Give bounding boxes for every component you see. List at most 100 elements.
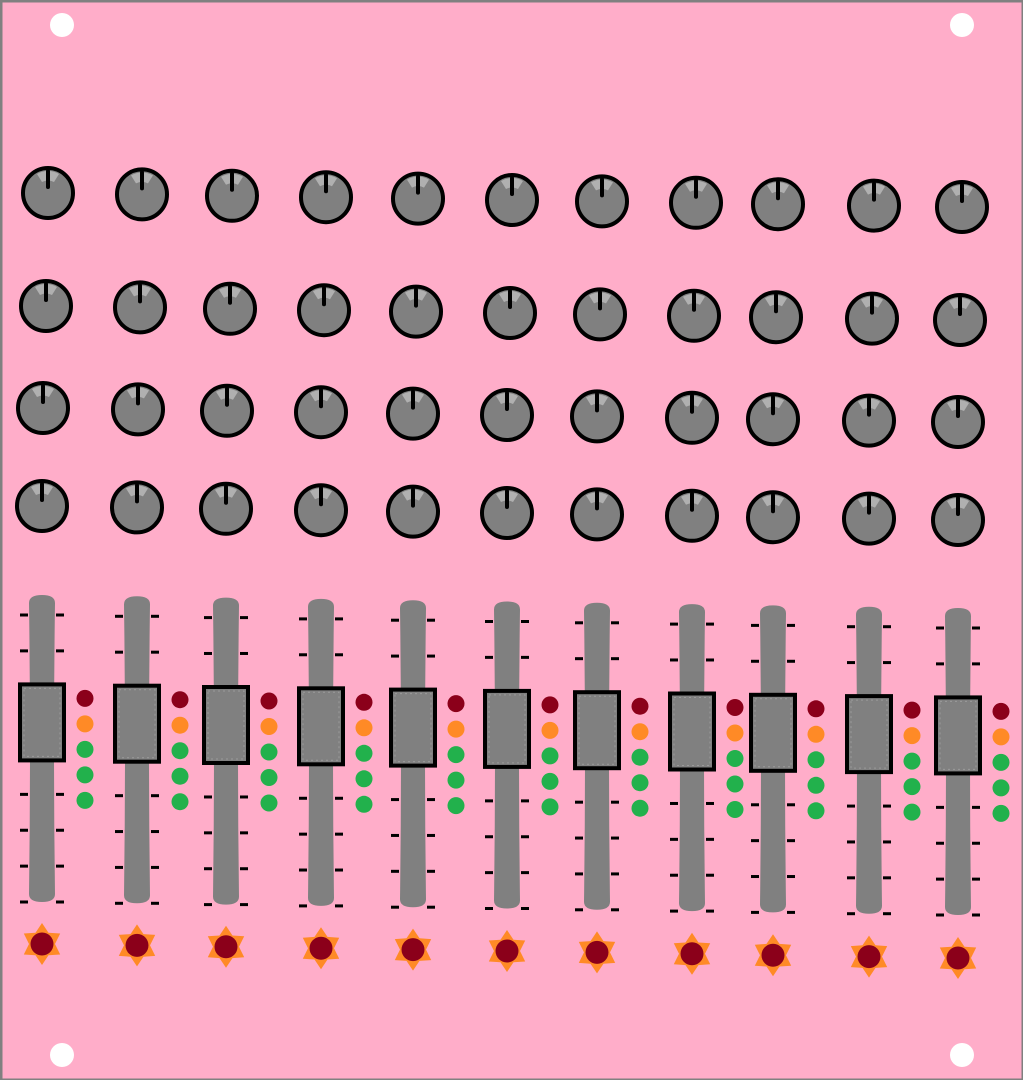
rotary-knob-icon[interactable] bbox=[935, 180, 989, 234]
mount-hole bbox=[950, 1043, 974, 1067]
slider-handle[interactable] bbox=[668, 691, 716, 772]
led-indicator bbox=[903, 752, 921, 770]
rotary-knob-icon[interactable] bbox=[751, 177, 805, 232]
fader-slider-icon[interactable] bbox=[845, 606, 893, 916]
rotary-knob-icon[interactable] bbox=[113, 280, 167, 335]
rotary-knob-icon[interactable] bbox=[746, 392, 800, 447]
rotary-knob-icon[interactable] bbox=[391, 171, 445, 226]
rotary-knob-icon[interactable] bbox=[931, 395, 985, 449]
rotary-knob-icon[interactable] bbox=[15, 479, 69, 533]
slider-handle[interactable] bbox=[934, 695, 982, 776]
rotary-knob-icon[interactable] bbox=[389, 284, 443, 339]
led-indicator bbox=[726, 775, 744, 793]
rotary-knob-icon[interactable] bbox=[570, 487, 624, 542]
fader-slider-icon[interactable] bbox=[934, 608, 982, 917]
star-push-button-icon[interactable] bbox=[207, 925, 245, 968]
star-push-button-icon[interactable] bbox=[578, 931, 616, 974]
led-indicator bbox=[171, 716, 189, 734]
rotary-knob-icon[interactable] bbox=[665, 390, 719, 445]
rotary-knob-icon[interactable] bbox=[842, 393, 896, 448]
led-indicator bbox=[807, 751, 825, 769]
rotary-knob-icon[interactable] bbox=[115, 167, 169, 222]
slider-handle[interactable] bbox=[749, 692, 797, 773]
rotary-knob-icon[interactable] bbox=[111, 382, 165, 437]
rotary-knob-icon[interactable] bbox=[16, 381, 70, 435]
star-push-button-icon[interactable] bbox=[118, 924, 156, 967]
star-push-button-icon[interactable] bbox=[939, 937, 977, 979]
fader-slider-icon[interactable] bbox=[113, 596, 161, 905]
rotary-knob-icon[interactable] bbox=[200, 383, 254, 438]
rotary-knob-icon[interactable] bbox=[480, 388, 534, 442]
slider-handle[interactable] bbox=[845, 694, 893, 775]
rotary-knob-icon[interactable] bbox=[842, 491, 896, 546]
rotary-knob-icon[interactable] bbox=[19, 279, 73, 333]
rotary-knob-icon[interactable] bbox=[667, 288, 721, 343]
rotary-knob-icon[interactable] bbox=[480, 486, 534, 540]
rotary-knob-icon[interactable] bbox=[110, 480, 164, 535]
slider-handle[interactable] bbox=[297, 686, 345, 767]
led-indicator bbox=[631, 748, 649, 766]
mount-hole bbox=[950, 13, 974, 37]
rotary-knob-icon[interactable] bbox=[665, 488, 719, 543]
led-indicator bbox=[903, 803, 921, 821]
led-indicator bbox=[447, 771, 465, 789]
rotary-knob-icon[interactable] bbox=[485, 173, 539, 227]
led-indicator bbox=[631, 799, 649, 817]
level-meter bbox=[807, 700, 825, 820]
rotary-knob-icon[interactable] bbox=[845, 291, 899, 346]
level-meter bbox=[903, 701, 921, 821]
slider-handle[interactable] bbox=[113, 683, 161, 764]
level-meter bbox=[76, 689, 94, 809]
led-indicator bbox=[807, 725, 825, 743]
led-indicator bbox=[807, 802, 825, 820]
star-push-button-icon[interactable] bbox=[23, 923, 61, 965]
rotary-knob-icon[interactable] bbox=[483, 286, 537, 340]
rotary-knob-icon[interactable] bbox=[21, 166, 75, 220]
rotary-knob-icon[interactable] bbox=[570, 389, 624, 444]
rotary-knob-icon[interactable] bbox=[746, 490, 800, 545]
rotary-knob-icon[interactable] bbox=[669, 175, 723, 230]
rotary-knob-icon[interactable] bbox=[933, 293, 987, 347]
fader-slider-icon[interactable] bbox=[573, 602, 621, 912]
fader-slider-icon[interactable] bbox=[749, 605, 797, 914]
mount-hole bbox=[50, 13, 74, 37]
star-push-button-icon[interactable] bbox=[754, 934, 792, 977]
star-push-button-icon[interactable] bbox=[394, 928, 432, 971]
slider-handle[interactable] bbox=[202, 685, 250, 766]
level-meter bbox=[355, 693, 373, 813]
fader-slider-icon[interactable] bbox=[483, 601, 531, 910]
rotary-knob-icon[interactable] bbox=[847, 178, 901, 233]
rotary-knob-icon[interactable] bbox=[294, 483, 348, 538]
led-indicator bbox=[260, 794, 278, 812]
rotary-knob-icon[interactable] bbox=[573, 287, 627, 342]
star-push-button-icon[interactable] bbox=[673, 932, 711, 975]
rotary-knob-icon[interactable] bbox=[294, 385, 348, 440]
slider-handle[interactable] bbox=[389, 687, 437, 768]
fader-slider-icon[interactable] bbox=[202, 597, 250, 907]
level-meter bbox=[992, 702, 1010, 822]
rotary-knob-icon[interactable] bbox=[203, 281, 257, 336]
rotary-knob-icon[interactable] bbox=[386, 484, 440, 539]
fader-slider-icon[interactable] bbox=[389, 600, 437, 909]
star-push-button-icon[interactable] bbox=[488, 930, 526, 972]
rotary-knob-icon[interactable] bbox=[205, 168, 259, 223]
rotary-knob-icon[interactable] bbox=[297, 283, 351, 338]
slider-handle[interactable] bbox=[18, 682, 66, 763]
star-push-button-icon[interactable] bbox=[302, 927, 340, 970]
rotary-knob-icon[interactable] bbox=[575, 174, 629, 229]
rotary-knob-icon[interactable] bbox=[386, 386, 440, 441]
led-indicator bbox=[260, 769, 278, 787]
led-indicator bbox=[726, 750, 744, 768]
fader-slider-icon[interactable] bbox=[18, 595, 66, 904]
star-push-button-icon[interactable] bbox=[850, 935, 888, 978]
rotary-knob-icon[interactable] bbox=[199, 481, 253, 536]
slider-handle[interactable] bbox=[483, 688, 531, 769]
rotary-knob-icon[interactable] bbox=[749, 290, 803, 345]
rotary-knob-icon[interactable] bbox=[931, 493, 985, 547]
fader-slider-icon[interactable] bbox=[668, 604, 716, 913]
slider-handle[interactable] bbox=[573, 690, 621, 771]
rotary-knob-icon[interactable] bbox=[299, 170, 353, 225]
led-indicator bbox=[447, 720, 465, 738]
fader-slider-icon[interactable] bbox=[297, 598, 345, 908]
